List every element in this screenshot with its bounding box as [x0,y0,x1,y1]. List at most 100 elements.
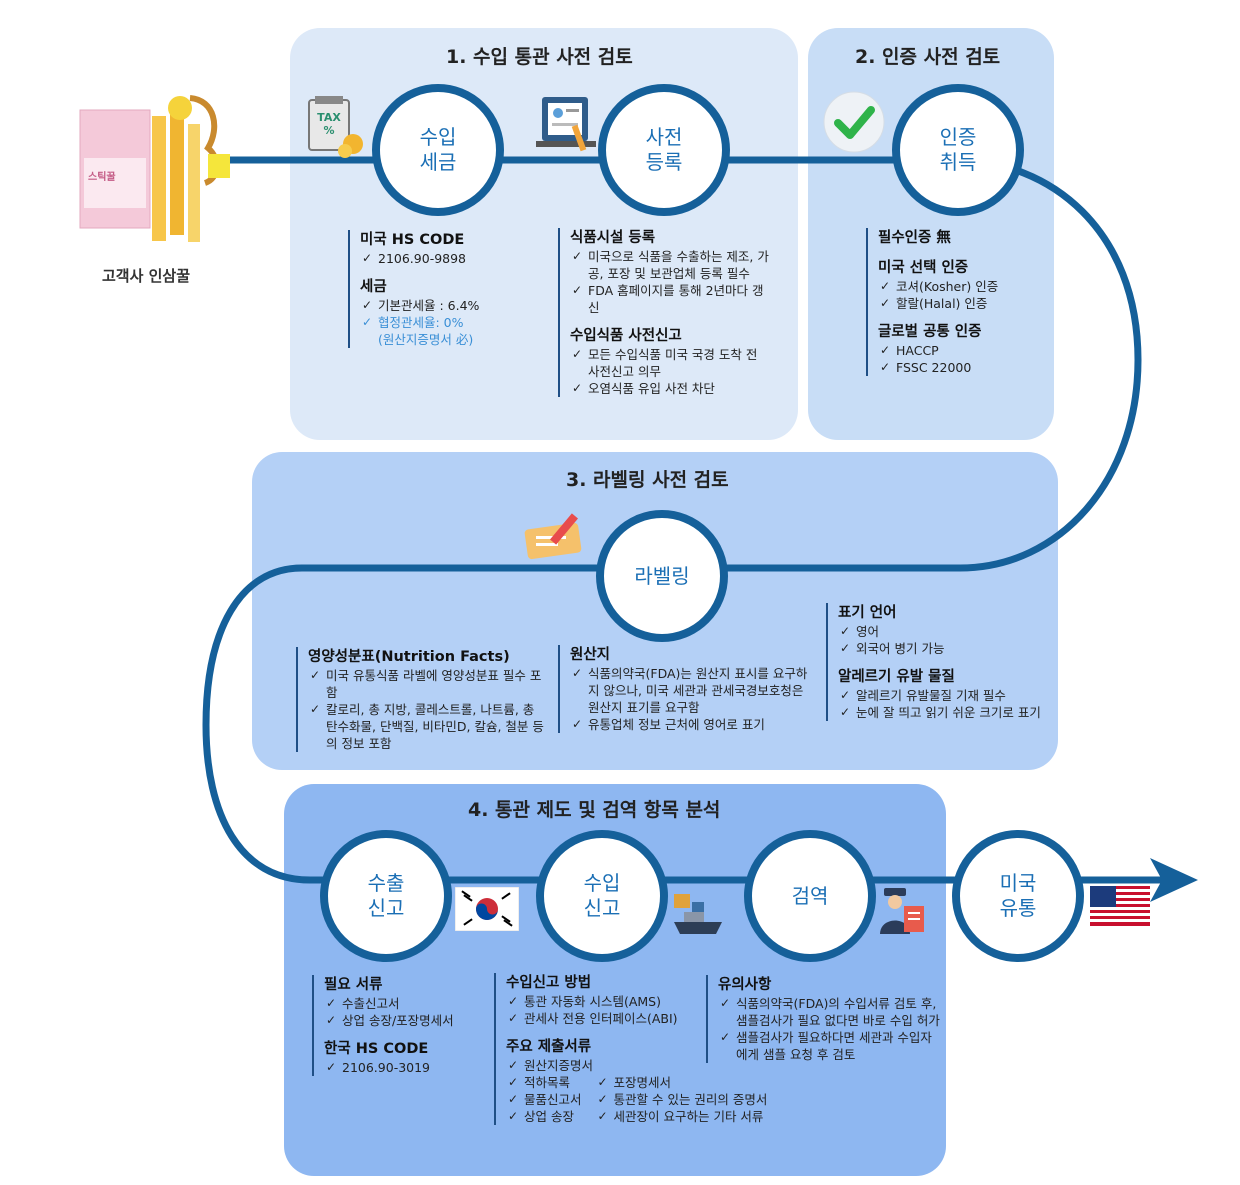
allergen-item-2: 눈에 잘 띄고 읽기 쉬운 크기로 표기 [838,704,1046,721]
nutrition-facts-block: 영양성분표(Nutrition Facts) 미국 유통식품 라벨에 영양성분표… [296,647,548,752]
circle-quarantine-line1: 검역 [791,883,829,908]
tax-heading: 세금 [360,279,387,295]
base-tariff-item: 기본관세율 : 6.4% [360,297,540,314]
main-doc-left-2: 물품신고서 [506,1091,582,1108]
flow-path [202,156,1165,884]
circle-pre-registration-line1: 사전 [645,125,683,149]
circle-export-line1: 수출 [367,871,405,895]
panel1-title: 1. 수입 통관 사전 검토 [446,46,633,68]
nutrition-item-1: 미국 유통식품 라벨에 영양성분표 필수 포함 [308,667,548,701]
food-facility-heading: 식품시설 등록 [570,230,656,246]
prior-notice-heading: 수입식품 사전신고 [570,328,682,344]
export-documents-block: 필요 서류 수출신고서 상업 송장/포장명세서 한국 HS CODE 2106.… [312,975,494,1076]
panel3-title: 3. 라벨링 사전 검토 [566,469,729,491]
prior-notice-item-1: 모든 수입식품 미국 국경 도착 전 사전신고 의무 [570,346,770,380]
origin-block: 원산지 식품의약국(FDA)는 원산지 표시를 요구하지 않으나, 미국 세관과… [558,645,808,733]
registration-info-block: 식품시설 등록 미국으로 식품을 수출하는 제조, 가공, 포장 및 보관업체 … [558,228,770,397]
main-doc-left-1: 적하목록 [506,1074,582,1091]
cargo-ship-icon [670,888,726,940]
main-doc-right-3: 세관장이 요구하는 기타 서류 [596,1108,768,1125]
circle-import-tax-line1: 수입 [419,125,457,149]
product-pack-label: 스틱꿀 [88,172,116,183]
tax-icon-percent: % [323,124,335,137]
haccp-item: HACCP [878,342,1048,359]
main-doc-origin-cert: 원산지증명서 [506,1057,706,1074]
customs-officer-icon [876,884,928,936]
origin-heading: 원산지 [570,647,611,663]
required-documents-heading: 필요 서류 [324,977,383,993]
label-pen-icon [520,510,590,560]
food-facility-item-2: FDA 홈페이지를 통해 2년마다 갱신 [570,282,770,316]
prior-notice-item-2: 오염식품 유입 사전 차단 [570,380,770,397]
product-image [70,88,230,248]
circle-pre-registration-line2: 등록 [645,150,683,174]
mandatory-cert-heading: 필수인증 無 [878,230,951,246]
check-mark-icon [822,90,886,154]
nutrition-facts-heading: 영양성분표(Nutrition Facts) [308,649,510,665]
circle-export-line2: 신고 [367,896,405,920]
import-declaration-block: 수입신고 방법 통관 자동화 시스템(AMS) 관세사 전용 인터페이스(ABI… [494,973,767,1125]
precautions-heading: 유의사항 [718,977,772,993]
allergen-heading: 알레르기 유발 물질 [838,669,955,685]
circle-certification-line2: 취득 [939,150,977,174]
panel4-title: 4. 통관 제도 및 검역 항목 분석 [468,799,721,821]
food-facility-item-1: 미국으로 식품을 수출하는 제조, 가공, 포장 및 보관업체 등록 필수 [570,248,770,282]
precaution-item-1: 식품의약국(FDA)의 수입서류 검토 후, 샘플검사가 필요 없다면 바로 수… [718,995,940,1029]
main-doc-right-1: 포장명세서 [596,1074,768,1091]
circle-labeling: 라벨링 [596,510,728,642]
tax-info-block: 미국 HS CODE 2106.90-9898 세금 기본관세율 : 6.4% … [348,230,540,348]
agreement-tariff-item: 협정관세율: 0% [360,314,540,331]
import-method-item-2: 관세사 전용 인터페이스(ABI) [506,1010,706,1027]
registration-document-icon [536,95,600,155]
language-item-2: 외국어 병기 가능 [838,640,1046,657]
tax-icon-text: TAX % [314,111,344,137]
flow-arrowhead [1150,858,1198,902]
import-method-item-1: 통관 자동화 시스템(AMS) [506,993,706,1010]
export-doc-item-2: 상업 송장/포장명세서 [324,1012,494,1029]
us-flag-icon [1090,886,1150,926]
origin-item-1: 식품의약국(FDA)는 원산지 표시를 요구하지 않으나, 미국 세관과 관세국… [570,665,808,716]
circle-certification-line1: 인증 [939,125,977,149]
panel2-title: 2. 인증 사전 검토 [855,46,1001,68]
precautions-block: 유의사항 식품의약국(FDA)의 수입서류 검토 후, 샘플검사가 필요 없다면… [706,975,940,1063]
origin-item-2: 유통업체 정보 근처에 영어로 표기 [570,716,808,733]
main-doc-right-2: 통관할 수 있는 권리의 증명서 [596,1091,768,1108]
language-allergen-block: 표기 언어 영어 외국어 병기 가능 알레르기 유발 물질 알레르기 유발물질 … [826,603,1046,721]
halal-cert-item: 할랄(Halal) 인증 [878,295,1048,312]
main-documents-heading: 주요 제출서류 [506,1039,592,1055]
circle-labeling-line1: 라벨링 [634,563,690,588]
certification-info-block: 필수인증 無 미국 선택 인증 코셔(Kosher) 인증 할랄(Halal) … [866,228,1048,376]
circle-us-line1: 미국 [999,871,1037,895]
global-cert-heading: 글로벌 공통 인증 [878,324,982,340]
label-language-heading: 표기 언어 [838,605,897,621]
main-doc-left-3: 상업 송장 [506,1108,582,1125]
circle-us-line2: 유통 [999,896,1037,920]
precaution-item-2: 샘플검사가 필요하다면 세관과 수입자에게 샘플 요청 후 검토 [718,1029,940,1063]
tax-document-icon [305,96,365,158]
fssc-item: FSSC 22000 [878,359,1048,376]
korea-flag-icon [454,886,520,932]
circle-import-line1: 수입 [583,871,621,895]
us-hs-code-value: 2106.90-9898 [360,250,540,267]
origin-certificate-note: (원산지증명서 必) [378,332,474,347]
circle-import-line2: 신고 [583,896,621,920]
circle-import-tax-line2: 세금 [419,150,457,174]
allergen-item-1: 알레르기 유발물질 기재 필수 [838,687,1046,704]
circle-quarantine: 검역 [744,830,876,962]
korea-hs-code-value: 2106.90-3019 [324,1059,494,1076]
nutrition-item-2: 칼로리, 총 지방, 콜레스트롤, 나트륨, 총 탄수화물, 단백질, 비타민D… [308,701,548,752]
korea-hs-code-heading: 한국 HS CODE [324,1041,429,1057]
us-hs-code-heading: 미국 HS CODE [360,232,465,248]
us-optional-cert-heading: 미국 선택 인증 [878,260,969,276]
tax-icon-word: TAX [317,111,341,124]
language-item-1: 영어 [838,623,1046,640]
import-method-heading: 수입신고 방법 [506,975,592,991]
export-doc-item-1: 수출신고서 [324,995,494,1012]
kosher-cert-item: 코셔(Kosher) 인증 [878,278,1048,295]
